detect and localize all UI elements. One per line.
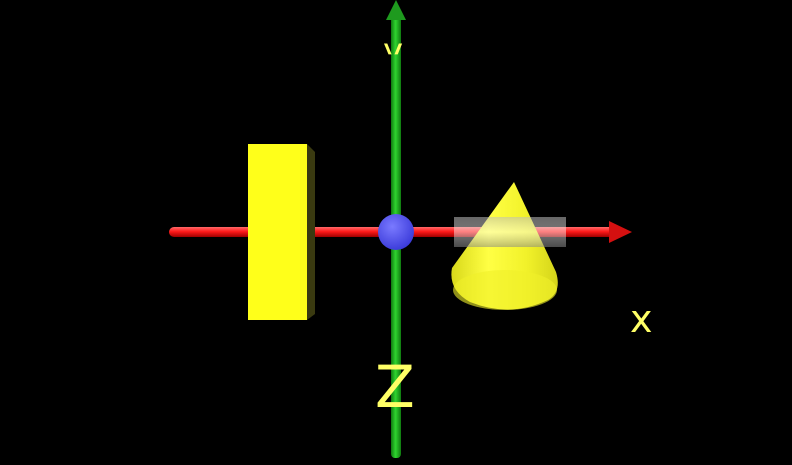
z-axis-label: Z bbox=[375, 353, 415, 421]
y-axis-label: y bbox=[383, 31, 404, 71]
x-axis-arrowhead bbox=[609, 221, 632, 243]
box-side-face bbox=[307, 144, 315, 320]
translucent-ring bbox=[454, 217, 566, 247]
yellow-box[interactable] bbox=[248, 144, 315, 320]
origin-sphere[interactable] bbox=[378, 214, 414, 250]
x-axis-label: x bbox=[630, 297, 653, 341]
cone-base bbox=[453, 270, 557, 310]
box-front-face bbox=[248, 144, 307, 320]
y-axis-arrowhead bbox=[386, 0, 406, 20]
